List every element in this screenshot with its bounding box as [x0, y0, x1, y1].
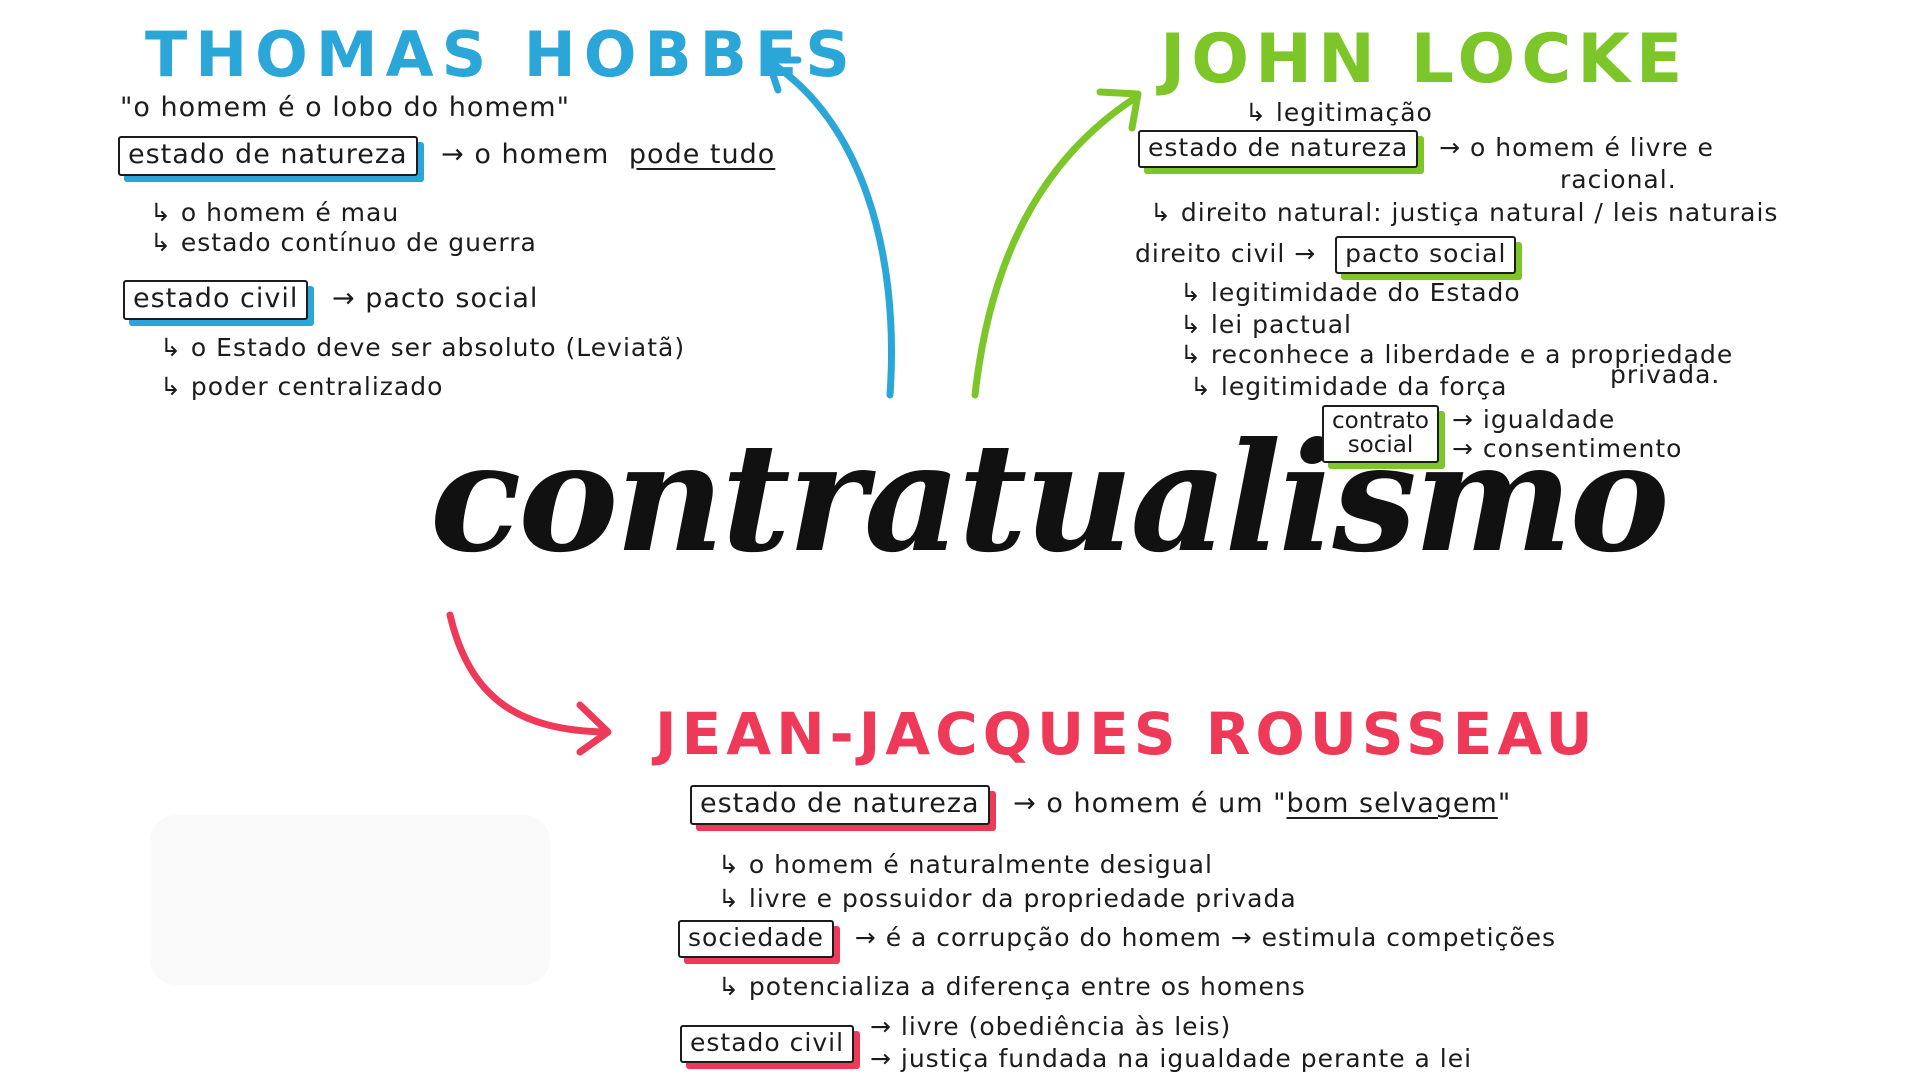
background-card: [150, 815, 550, 985]
rousseau-civil-arrow-2: → justiça fundada na igualdade perante a…: [870, 1044, 1473, 1073]
locke-pacto-sub-2: lei pactual: [1180, 310, 1352, 339]
rousseau-natureza-box: estado de natureza: [690, 785, 990, 825]
rousseau-heading: JEAN-JACQUES ROUSSEAU: [655, 700, 1598, 768]
hobbes-civil-sub-1: o Estado deve ser absoluto (Leviatã): [160, 333, 685, 362]
locke-legitimacao: legitimação: [1245, 98, 1433, 127]
locke-natureza-box: estado de natureza: [1138, 130, 1419, 168]
hobbes-natureza-box: estado de natureza: [118, 136, 418, 176]
locke-direito-civil: direito civil →: [1135, 239, 1317, 268]
locke-direito-civil-row: direito civil → pacto social: [1135, 236, 1517, 274]
rousseau-civil-box: estado civil: [680, 1025, 855, 1063]
hobbes-natureza-sub-1: o homem é mau: [150, 198, 399, 227]
rousseau-natureza-sub-1: o homem é naturalmente desigual: [718, 850, 1213, 879]
locke-contrato-line-2: social: [1347, 432, 1414, 459]
rousseau-sociedade-arrow: → é a corrupção do homem → estimula comp…: [854, 923, 1557, 952]
locke-natureza-arrow-2: racional.: [1560, 165, 1677, 194]
locke-contrato-box: contrato social: [1322, 405, 1439, 464]
hobbes-civil-box: estado civil: [123, 280, 309, 320]
rousseau-natureza-sub-2: livre e possuidor da propriedade privada: [718, 884, 1297, 913]
locke-direito-natural: direito natural: justiça natural / leis …: [1150, 198, 1778, 227]
hobbes-arrow: [766, 58, 895, 399]
rousseau-sociedade-row: sociedade → é a corrupção do homem → est…: [678, 920, 1556, 958]
hobbes-arrow-head: [764, 56, 802, 94]
locke-pacto-box: pacto social: [1335, 236, 1517, 274]
rousseau-arrow-head: [576, 701, 612, 756]
hobbes-natureza-row: estado de natureza → o homem pode tudo: [118, 136, 775, 176]
locke-contrato-arrow-1: → igualdade: [1452, 405, 1616, 434]
rousseau-natureza-arrow: → o homem é um ": [1013, 788, 1287, 819]
rousseau-civil-arrow-1: → livre (obediência às leis): [870, 1012, 1232, 1041]
locke-heading: JOHN LOCKE: [1160, 20, 1689, 99]
hobbes-natureza-arrow: → o homem: [441, 139, 610, 170]
rousseau-natureza-link: bom selvagem: [1286, 788, 1498, 819]
main-title: contratualismo: [430, 410, 1670, 586]
hobbes-natureza-sub-2: estado contínuo de guerra: [150, 228, 537, 257]
locke-contrato-line-1: contrato: [1332, 408, 1429, 434]
rousseau-arrow: [446, 611, 609, 736]
hobbes-civil-sub-2: poder centralizado: [160, 372, 443, 401]
locke-pacto-sub-4: legitimidade da força: [1190, 372, 1508, 401]
hobbes-quote: "o homem é o lobo do homem": [120, 92, 571, 123]
rousseau-natureza-row: estado de natureza → o homem é um "bom s…: [690, 785, 1511, 825]
locke-natureza-row: estado de natureza → o homem é livre e: [1138, 130, 1714, 168]
locke-pacto-sub-1: legitimidade do Estado: [1180, 278, 1521, 307]
locke-pacto-sub-3: reconhece a liberdade e a propriedade: [1180, 340, 1733, 369]
locke-contrato-arrow-2: → consentimento: [1452, 434, 1683, 463]
hobbes-civil-row: estado civil → pacto social: [123, 280, 538, 320]
locke-privada: privada.: [1610, 360, 1721, 389]
hobbes-natureza-link: pode tudo: [628, 139, 776, 170]
locke-arrow: [971, 94, 1139, 399]
rousseau-sociedade-box: sociedade: [678, 920, 834, 958]
hobbes-heading: THOMAS HOBBES: [145, 18, 858, 91]
rousseau-natureza-end: ": [1497, 788, 1512, 819]
locke-arrow-head: [1096, 88, 1142, 132]
rousseau-sociedade-sub: potencializa a diferença entre os homens: [718, 972, 1306, 1001]
hobbes-civil-arrow: → pacto social: [331, 283, 539, 314]
locke-natureza-arrow: → o homem é livre e: [1439, 133, 1714, 162]
